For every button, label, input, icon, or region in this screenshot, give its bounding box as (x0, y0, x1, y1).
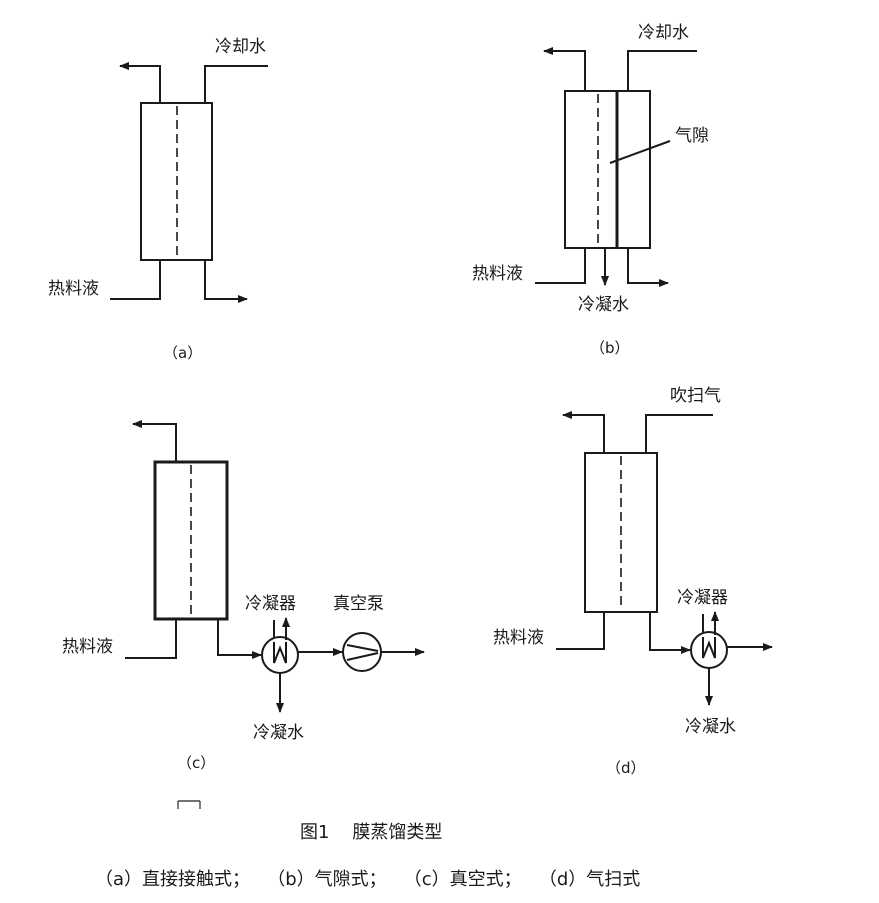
vent-outlet-arrow (132, 420, 177, 462)
condensate-label: 冷凝水 (578, 295, 629, 315)
hot-feed-inlet-line (535, 248, 586, 284)
condenser-label: 冷凝器 (677, 588, 728, 608)
cooling-water-outlet-arrow (119, 62, 161, 103)
hot-feed-label: 热料液 (493, 628, 544, 648)
cooling-water-inlet-line (627, 50, 697, 91)
air-gap-leader-line (609, 140, 671, 164)
air-gap-label: 气隙 (675, 126, 709, 146)
vacuum-pump-label: 真空泵 (333, 594, 384, 614)
condenser-icon (690, 631, 728, 669)
cooling-water-inlet-line (204, 65, 268, 103)
condensate-label: 冷凝水 (685, 717, 736, 737)
permeate-to-condenser-arrow (217, 619, 262, 659)
condensate-label: 冷凝水 (253, 723, 304, 743)
gas-outlet-arrow (562, 411, 605, 453)
panel-d-caption: （d） (606, 759, 646, 777)
sweep-gas-label: 吹扫气 (670, 386, 721, 406)
cooling-water-return-arrow (627, 248, 669, 287)
figure-title: 图1 膜蒸馏类型 (300, 822, 442, 843)
membrane-module (564, 90, 651, 249)
sweep-gas-inlet-line (645, 414, 713, 453)
panel-b-air-gap: 冷却水 气隙 热料液 冷凝水 （b） (472, 23, 709, 357)
panel-c-vacuum: 冷凝器 真空泵 热料液 冷凝水 （c） (62, 420, 425, 772)
cooling-water-label: 冷却水 (215, 37, 266, 57)
hot-feed-label: 热料液 (472, 264, 523, 284)
panel-a-direct-contact: 冷却水 热料液 （a） (48, 37, 268, 362)
hot-feed-inlet-line (125, 619, 177, 659)
stray-mark (177, 800, 201, 809)
condenser-icon (261, 636, 299, 674)
panel-c-caption: （c） (177, 754, 215, 772)
panel-b-caption: （b） (590, 339, 630, 357)
panel-a-caption: （a） (163, 344, 202, 362)
figure-legend: （a）直接接触式； （b）气隙式； （c）真空式； （d）气扫式 (95, 869, 640, 890)
panel-d-sweeping-gas: 吹扫气 冷凝器 热料液 冷凝水 （d） (493, 386, 773, 777)
hot-feed-label: 热料液 (62, 637, 113, 657)
vacuum-pump-icon (342, 632, 382, 672)
hot-feed-inlet-line (110, 260, 161, 300)
hot-feed-outlet-arrow (204, 260, 248, 303)
gas-to-condenser-arrow (649, 612, 691, 654)
cooling-water-label: 冷却水 (638, 23, 689, 43)
cooling-water-outlet-arrow (543, 47, 586, 91)
hot-feed-inlet-line (556, 612, 605, 650)
hot-feed-label: 热料液 (48, 279, 99, 299)
condenser-label: 冷凝器 (245, 594, 296, 614)
